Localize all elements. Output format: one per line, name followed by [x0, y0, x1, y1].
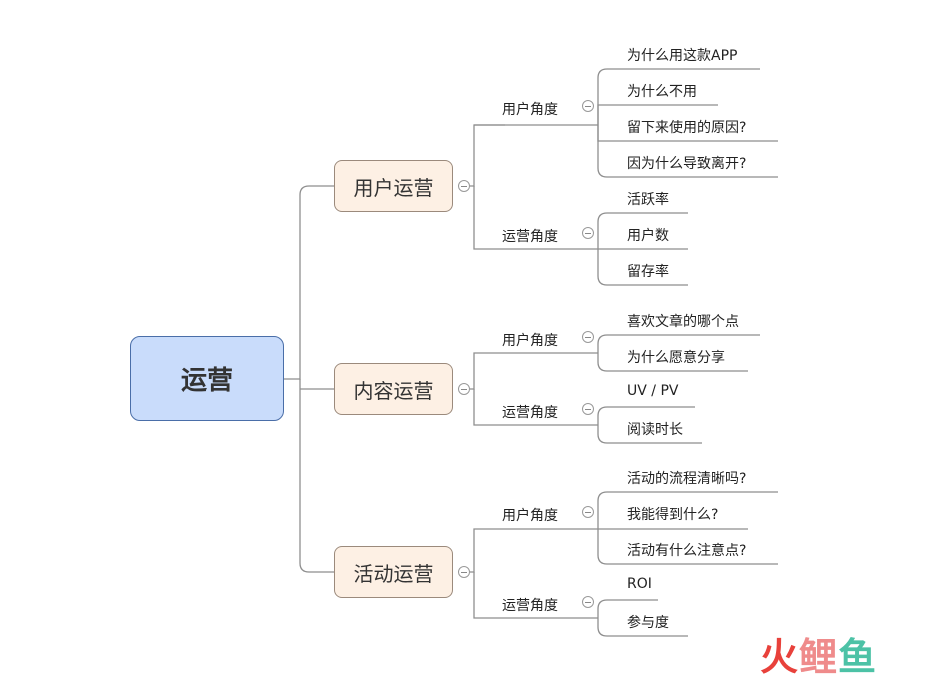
- leaf-topic[interactable]: 留下来使用的原因?: [627, 120, 747, 136]
- leaf-topic[interactable]: 喜欢文章的哪个点: [627, 314, 739, 330]
- collapse-toggle-icon[interactable]: [458, 383, 470, 395]
- leaf-topic[interactable]: 为什么愿意分享: [627, 350, 725, 366]
- collapse-toggle-icon[interactable]: [582, 331, 594, 343]
- main-topic-content-ops[interactable]: 内容运营: [334, 363, 453, 415]
- leaf-topic[interactable]: 留存率: [627, 264, 669, 280]
- leaf-topic[interactable]: 活动有什么注意点?: [627, 543, 747, 559]
- collapse-toggle-icon[interactable]: [582, 506, 594, 518]
- leaf-topic[interactable]: 为什么不用: [627, 84, 697, 100]
- leaf-topic[interactable]: 参与度: [627, 615, 669, 631]
- group-ops-perspective[interactable]: 运营角度: [502, 229, 558, 245]
- watermark-char: 鲤: [799, 635, 839, 679]
- group-ops-perspective[interactable]: 运营角度: [502, 598, 558, 614]
- group-user-perspective[interactable]: 用户角度: [502, 508, 558, 524]
- collapse-toggle-icon[interactable]: [582, 100, 594, 112]
- collapse-toggle-icon[interactable]: [458, 566, 470, 578]
- leaf-topic[interactable]: 活动的流程清晰吗?: [627, 471, 747, 487]
- collapse-toggle-icon[interactable]: [582, 403, 594, 415]
- leaf-topic[interactable]: 活跃率: [627, 192, 669, 208]
- collapse-toggle-icon[interactable]: [458, 180, 470, 192]
- leaf-topic[interactable]: 用户数: [627, 228, 669, 244]
- group-ops-perspective[interactable]: 运营角度: [502, 405, 558, 421]
- root-topic[interactable]: 运营: [130, 336, 284, 421]
- main-topic-user-ops[interactable]: 用户运营: [334, 160, 453, 212]
- watermark-logo: 火鲤鱼: [760, 626, 877, 681]
- leaf-topic[interactable]: 因为什么导致离开?: [627, 156, 747, 172]
- group-user-perspective[interactable]: 用户角度: [502, 333, 558, 349]
- main-topic-activity-ops[interactable]: 活动运营: [334, 546, 453, 598]
- leaf-topic[interactable]: ROI: [627, 576, 652, 592]
- collapse-toggle-icon[interactable]: [582, 227, 594, 239]
- group-user-perspective[interactable]: 用户角度: [502, 102, 558, 118]
- collapse-toggle-icon[interactable]: [582, 596, 594, 608]
- watermark-char: 鱼: [838, 635, 878, 679]
- leaf-topic[interactable]: 我能得到什么?: [627, 507, 719, 523]
- leaf-topic[interactable]: 阅读时长: [627, 422, 683, 438]
- watermark-char: 火: [760, 635, 800, 679]
- leaf-topic[interactable]: UV / PV: [627, 383, 679, 399]
- leaf-topic[interactable]: 为什么用这款APP: [627, 48, 738, 64]
